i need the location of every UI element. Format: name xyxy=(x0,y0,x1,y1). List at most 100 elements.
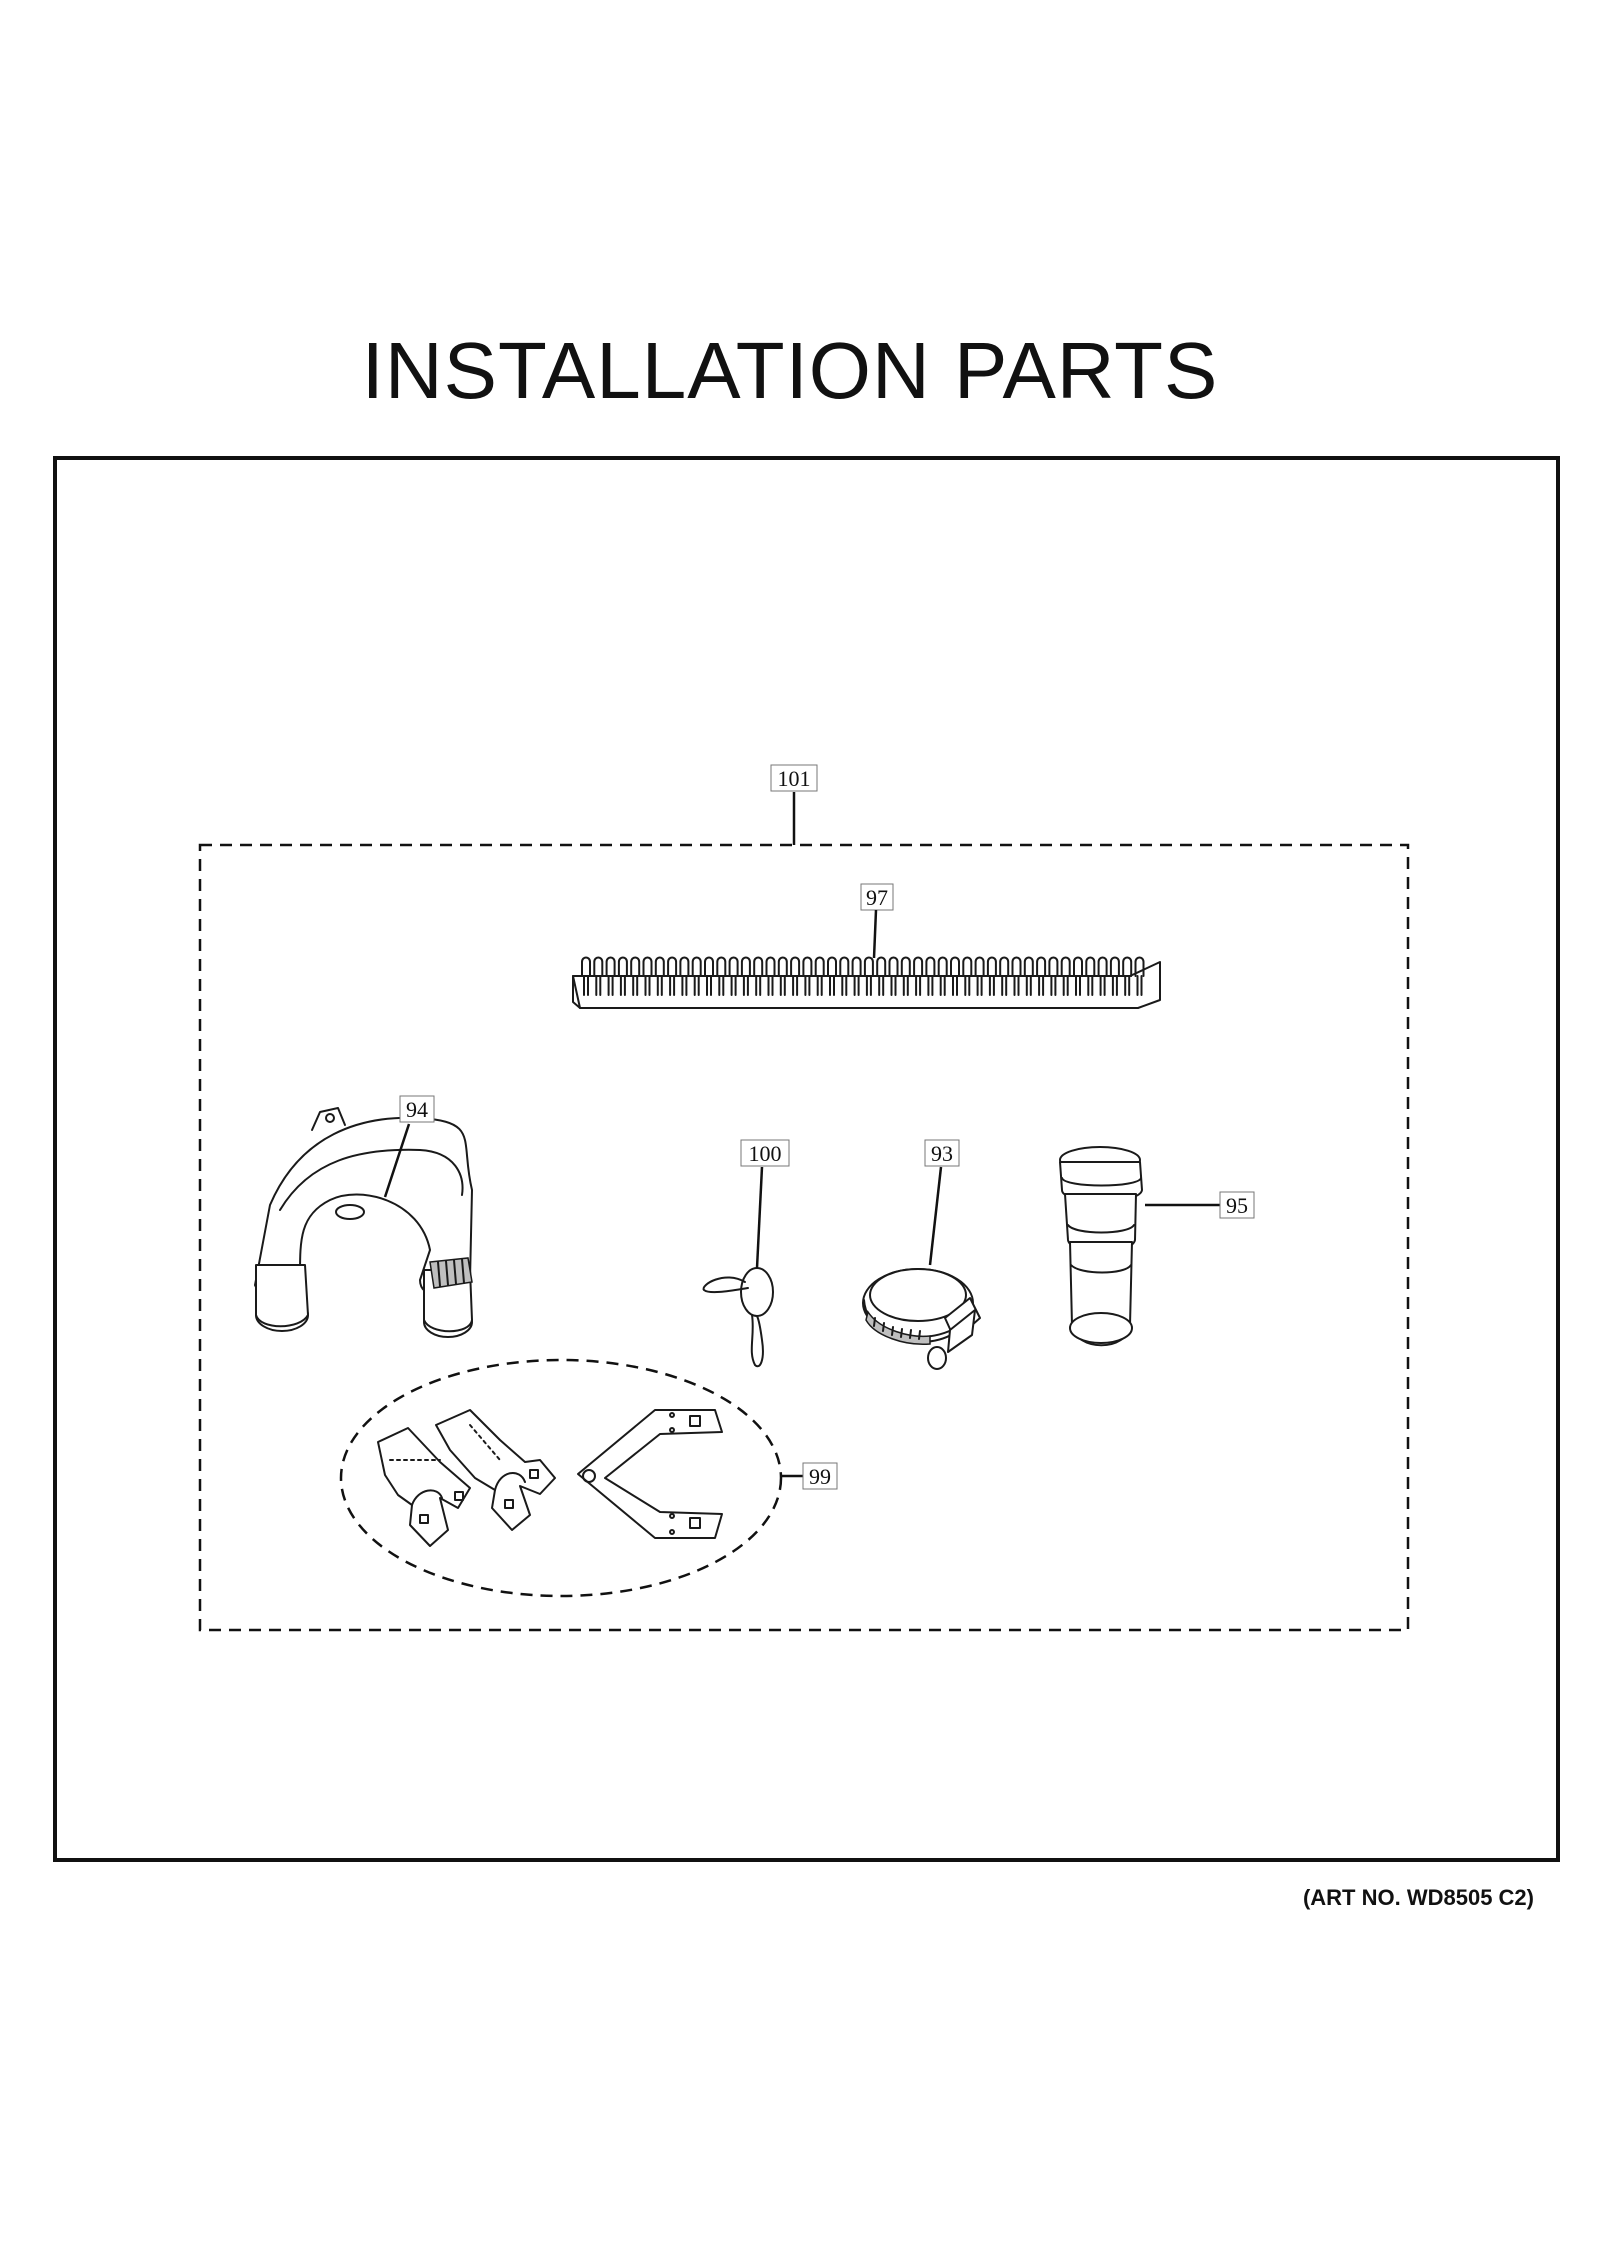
callout-101-label: 101 xyxy=(778,766,811,791)
comb-tooth xyxy=(728,956,739,977)
comb-tooth-slot xyxy=(583,975,589,996)
callout-100: 100 xyxy=(740,1139,790,1269)
part-99-brackets xyxy=(377,1409,723,1547)
comb-tooth xyxy=(691,956,702,977)
comb-tooth xyxy=(1060,956,1071,977)
comb-tooth xyxy=(753,956,764,977)
comb-tooth xyxy=(1011,956,1022,977)
comb-tooth-slot xyxy=(706,975,712,996)
comb-tooth xyxy=(679,956,690,977)
comb-tooth-slot xyxy=(1075,975,1081,996)
comb-tooth-slot xyxy=(755,975,762,996)
kit-group-boundary xyxy=(198,843,1410,1632)
comb-tooth xyxy=(876,956,887,977)
comb-tooth xyxy=(716,956,727,977)
comb-tooth-slot xyxy=(693,975,700,996)
comb-tooth xyxy=(937,956,948,977)
comb-tooth-slot xyxy=(841,975,848,996)
comb-tooth xyxy=(839,956,850,977)
comb-tooth-slot xyxy=(952,975,958,996)
comb-tooth-slot xyxy=(816,975,823,996)
comb-tooth xyxy=(642,956,653,977)
comb-tooth xyxy=(790,956,801,977)
comb-tooth-slot xyxy=(792,975,799,996)
comb-tooth xyxy=(888,956,899,977)
part-97-comb-strip xyxy=(572,956,1161,1009)
comb-tooth-slot xyxy=(1087,975,1094,996)
comb-tooth-slot xyxy=(742,975,749,996)
comb-tooth-slot xyxy=(595,975,602,996)
callout-101: 101 xyxy=(770,764,818,845)
callout-99-label: 99 xyxy=(809,1464,831,1489)
comb-tooth xyxy=(962,956,973,977)
comb-tooth-slot xyxy=(927,975,934,996)
comb-tooth-slot xyxy=(1001,975,1008,996)
comb-tooth xyxy=(814,956,825,977)
comb-tooth-slot xyxy=(1050,975,1057,996)
comb-tooth xyxy=(913,956,924,977)
comb-tooth xyxy=(630,956,641,977)
callout-99: 99 xyxy=(781,1462,838,1490)
comb-tooth-slot xyxy=(718,975,725,996)
callout-97-label: 97 xyxy=(866,885,888,910)
comb-tooth xyxy=(974,956,985,977)
comb-tooth-slot xyxy=(632,975,639,996)
callout-95-label: 95 xyxy=(1226,1193,1248,1218)
callout-100-label: 100 xyxy=(749,1141,782,1166)
comb-tooth-slot xyxy=(1099,975,1106,996)
comb-tooth-slot xyxy=(669,975,676,996)
comb-tooth-slot xyxy=(1013,975,1020,996)
comb-tooth xyxy=(581,956,591,977)
comb-tooth xyxy=(704,956,714,977)
comb-tooth xyxy=(1134,956,1145,977)
callout-93: 93 xyxy=(924,1139,960,1266)
comb-tooth-slot xyxy=(853,975,860,996)
comb-tooth-slot xyxy=(878,975,885,996)
comb-tooth xyxy=(950,956,960,977)
part-95-connector-tube xyxy=(1059,1146,1143,1347)
comb-tooth xyxy=(900,956,911,977)
comb-tooth-slot xyxy=(644,975,651,996)
comb-tooth xyxy=(1073,956,1083,977)
comb-tooth xyxy=(986,956,997,977)
comb-tooth xyxy=(1048,956,1059,977)
comb-tooth-slot xyxy=(681,975,688,996)
comb-tooth xyxy=(1109,956,1120,977)
callout-97: 97 xyxy=(860,883,894,959)
comb-tooth xyxy=(1085,956,1096,977)
comb-tooth-slot xyxy=(964,975,971,996)
part-94-hose-guide xyxy=(254,1107,473,1338)
comb-tooth xyxy=(605,956,616,977)
comb-tooth xyxy=(654,956,665,977)
page-title: INSTALLATION PARTS xyxy=(361,326,1219,415)
callout-95: 95 xyxy=(1145,1191,1255,1219)
comb-tooth xyxy=(593,956,604,977)
comb-tooth xyxy=(765,956,776,977)
comb-tooth xyxy=(1023,956,1034,977)
comb-tooth xyxy=(1036,956,1047,977)
comb-tooth-slot xyxy=(619,975,626,996)
comb-tooth xyxy=(667,956,678,977)
comb-tooth-slot xyxy=(829,975,835,996)
comb-tooth-slot xyxy=(656,975,663,996)
comb-tooth xyxy=(740,956,751,977)
comb-tooth xyxy=(1122,956,1133,977)
comb-tooth-slot xyxy=(779,975,786,996)
comb-tooth xyxy=(777,956,788,977)
comb-tooth xyxy=(802,956,813,977)
comb-tooth xyxy=(617,956,628,977)
comb-tooth xyxy=(1097,956,1108,977)
comb-tooth-slot xyxy=(1038,975,1045,996)
comb-tooth-slot xyxy=(865,975,872,996)
comb-tooth-slot xyxy=(1111,975,1118,996)
art-number: (ART NO. WD8505 C2) xyxy=(1302,1885,1534,1910)
comb-tooth-slot xyxy=(607,975,614,996)
part-99-group-boundary xyxy=(339,1358,783,1598)
comb-tooth-slot xyxy=(890,975,897,996)
comb-tooth-slot xyxy=(902,975,909,996)
comb-tooth-slot xyxy=(988,975,995,996)
comb-tooth-slot xyxy=(939,975,946,996)
comb-tooth-slot xyxy=(915,975,922,996)
comb-tooth xyxy=(827,956,837,977)
